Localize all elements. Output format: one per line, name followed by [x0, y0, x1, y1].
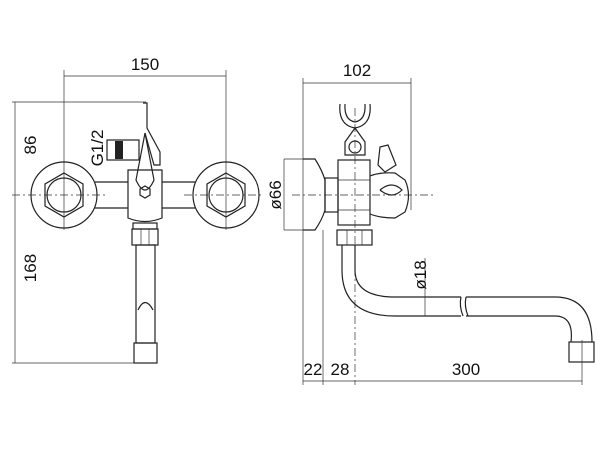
spout-reach-label: 300 [452, 360, 480, 379]
body-offset-label: 28 [331, 360, 350, 379]
side-view: 102 ø66 [266, 61, 595, 385]
flange-thickness-label: 22 [304, 360, 323, 379]
dimension-height: 86 168 G1/2 [12, 101, 148, 364]
spout-diameter-label: ø18 [411, 260, 430, 289]
dimension-102: 102 [302, 61, 412, 385]
left-handle [30, 161, 98, 229]
thread-label: G1/2 [88, 130, 107, 167]
dimension-spout-diameter: ø18 [411, 258, 430, 316]
upper-height-dimension-label: 86 [21, 136, 40, 155]
lower-height-dimension-label: 168 [21, 254, 40, 282]
width-dimension-label: 150 [131, 55, 159, 74]
depth-dimension-label: 102 [343, 61, 371, 80]
dimension-150: 150 [63, 55, 227, 230]
dimension-flange: ø66 [266, 158, 303, 231]
flange-diameter-label: ø66 [266, 180, 285, 209]
front-view: 150 86 168 G1/2 [12, 55, 262, 364]
right-handle [192, 161, 260, 229]
bottom-dimensions: 22 28 300 [303, 230, 582, 385]
